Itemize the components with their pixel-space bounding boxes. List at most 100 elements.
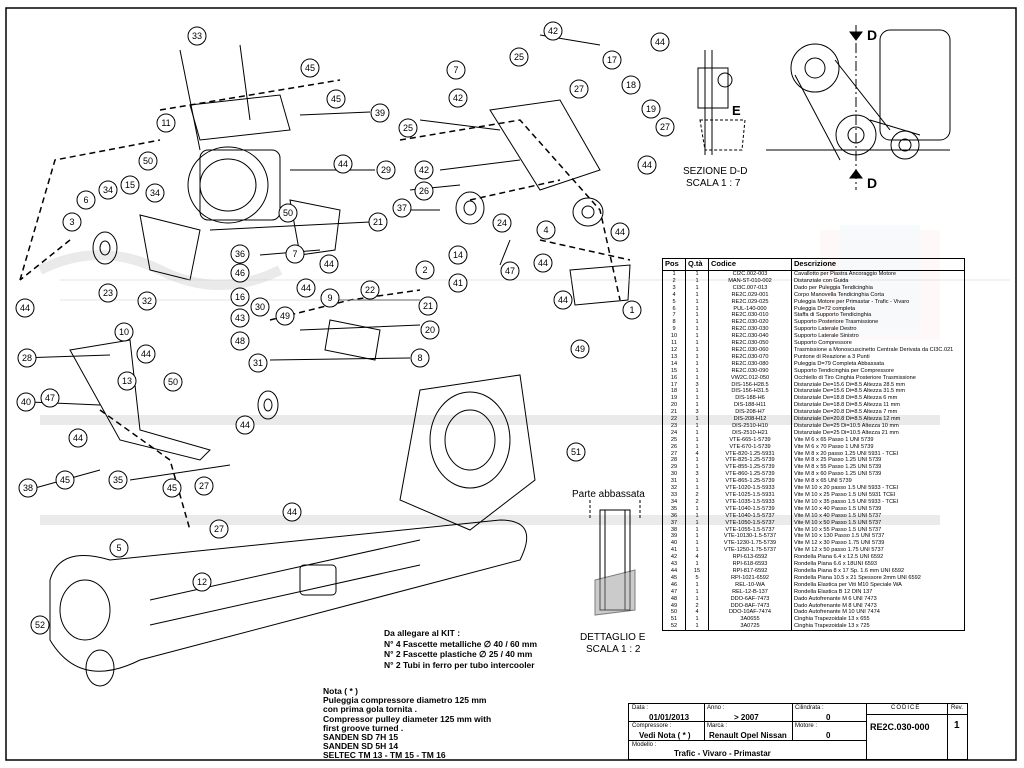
callout-number: 23: [103, 288, 113, 298]
row-code: REL-10-WA: [708, 581, 792, 589]
row-description: Vite M 10 x 25 Passo 1.5 UNI 5931 TCEI: [791, 492, 965, 499]
callout-number: 4: [543, 225, 548, 235]
compressor-note: Nota ( * ) Puleggia compressore diametro…: [323, 686, 492, 761]
row-description: Vite M 10 x 20 passo 1.5 UNI 5933 - TCEI: [791, 485, 965, 492]
row-pos: 34: [662, 498, 686, 506]
row-qty: 1: [685, 561, 709, 568]
compressor-label: Compressore :: [632, 723, 672, 729]
callout-number: 6: [83, 195, 88, 205]
section-marker-top: D: [867, 27, 877, 43]
row-code: RE2C.030-070: [708, 353, 792, 361]
row-pos: 28: [662, 457, 686, 465]
row-qty: 1: [685, 540, 709, 548]
note-line: SELTEC TM 13 - TM 15 - TM 16: [323, 750, 446, 761]
callout-balloon: 32: [137, 291, 157, 311]
callout-number: 31: [253, 358, 263, 368]
callout-number: 36: [235, 249, 245, 259]
callout-balloon: 7: [446, 60, 466, 80]
callout-balloon: 46: [230, 263, 250, 283]
row-pos: 49: [662, 602, 686, 610]
callout-number: 13: [122, 376, 132, 386]
callout-balloon: 44: [296, 278, 316, 298]
year-value: > 2007: [734, 713, 759, 722]
callout-number: 43: [235, 313, 245, 323]
row-pos: 46: [662, 581, 686, 589]
callout-balloon: 12: [192, 572, 212, 592]
row-pos: 30: [662, 471, 686, 479]
callout-balloon: 48: [230, 331, 250, 351]
callout-balloon: 29: [376, 160, 396, 180]
callout-number: 44: [324, 259, 334, 269]
row-pos: 42: [662, 554, 686, 562]
callout-number: 25: [403, 123, 413, 133]
callout-number: 7: [453, 65, 458, 75]
row-code: VTE-1250-1.75-5737: [708, 547, 792, 555]
callout-balloon: 34: [145, 183, 165, 203]
callout-number: 44: [240, 420, 250, 430]
callout-number: 16: [235, 292, 245, 302]
callout-balloon: 26: [414, 181, 434, 201]
callout-balloon: 45: [162, 478, 182, 498]
callout-number: 45: [331, 94, 341, 104]
row-pos: 26: [662, 443, 686, 451]
row-qty: 1: [685, 526, 709, 534]
row-qty: 1: [685, 284, 709, 292]
callout-balloon: 8: [410, 348, 430, 368]
row-qty: 1: [685, 416, 709, 423]
model-value: Trafic - Vivaro - Primastar: [674, 749, 771, 758]
row-description: Vite M 10 x 40 Passo 1.5 UNI 5739: [791, 505, 965, 513]
callout-number: 35: [113, 475, 123, 485]
lowered-part-label: Parte abbassata: [572, 489, 645, 500]
callout-balloon: 47: [500, 261, 520, 281]
callout-balloon: 45: [326, 89, 346, 109]
row-description: Supporto Compressore: [791, 340, 965, 347]
row-pos: 44: [662, 567, 686, 575]
row-description: Distanziale con Guida: [791, 277, 965, 285]
row-qty: 1: [685, 429, 709, 437]
callout-balloon: 22: [360, 280, 380, 300]
row-pos: 27: [662, 450, 686, 458]
callout-balloon: 10: [114, 322, 134, 342]
callout-number: 12: [197, 577, 207, 587]
row-code: DDO-6AF-7473: [708, 595, 792, 603]
row-code: RE2C.030-080: [708, 360, 792, 368]
row-description: Trasmissione a Monoscuscinetto Centrale …: [791, 346, 965, 354]
note-line: con prima gola tornita .: [323, 704, 417, 715]
kit-line: N° 2 Fascette plastiche ∅ 25 / 40 mm: [384, 649, 533, 659]
row-code: RPI-613-6592: [708, 554, 792, 562]
row-pos: 43: [662, 561, 686, 568]
row-qty: 1: [685, 333, 709, 341]
date-label: Data :: [632, 705, 649, 711]
note-line: Compressor pulley diameter 125 mm with: [323, 713, 492, 724]
row-code: MAN-ST-010-002: [708, 277, 792, 285]
callout-number: 2: [422, 265, 427, 275]
drawing-code: RE2C.030-000: [870, 722, 930, 732]
row-description: Puntone di Reazione a 3 Punti: [791, 353, 965, 361]
callout-balloon: 44: [333, 154, 353, 174]
row-code: VTE-1050-1.5-5737: [708, 519, 792, 527]
kit-line: N° 4 Fascette metalliche ∅ 40 / 60 mm: [384, 638, 538, 649]
callout-number: 32: [142, 296, 152, 306]
note-line: SANDEN SD 5H 14: [323, 741, 399, 752]
callout-balloon: 2: [415, 260, 435, 280]
row-pos: 23: [662, 422, 686, 430]
callout-number: 44: [20, 303, 30, 313]
row-pos: 38: [662, 526, 686, 534]
callout-number: 44: [655, 37, 665, 47]
row-description: Vite M 8 x 65 UNI 5739: [791, 478, 965, 486]
callout-number: 22: [365, 285, 375, 295]
callout-number: 45: [305, 63, 315, 73]
callout-balloon: 44: [553, 290, 573, 310]
kit-heading: Da allegare al KIT :: [384, 628, 461, 638]
